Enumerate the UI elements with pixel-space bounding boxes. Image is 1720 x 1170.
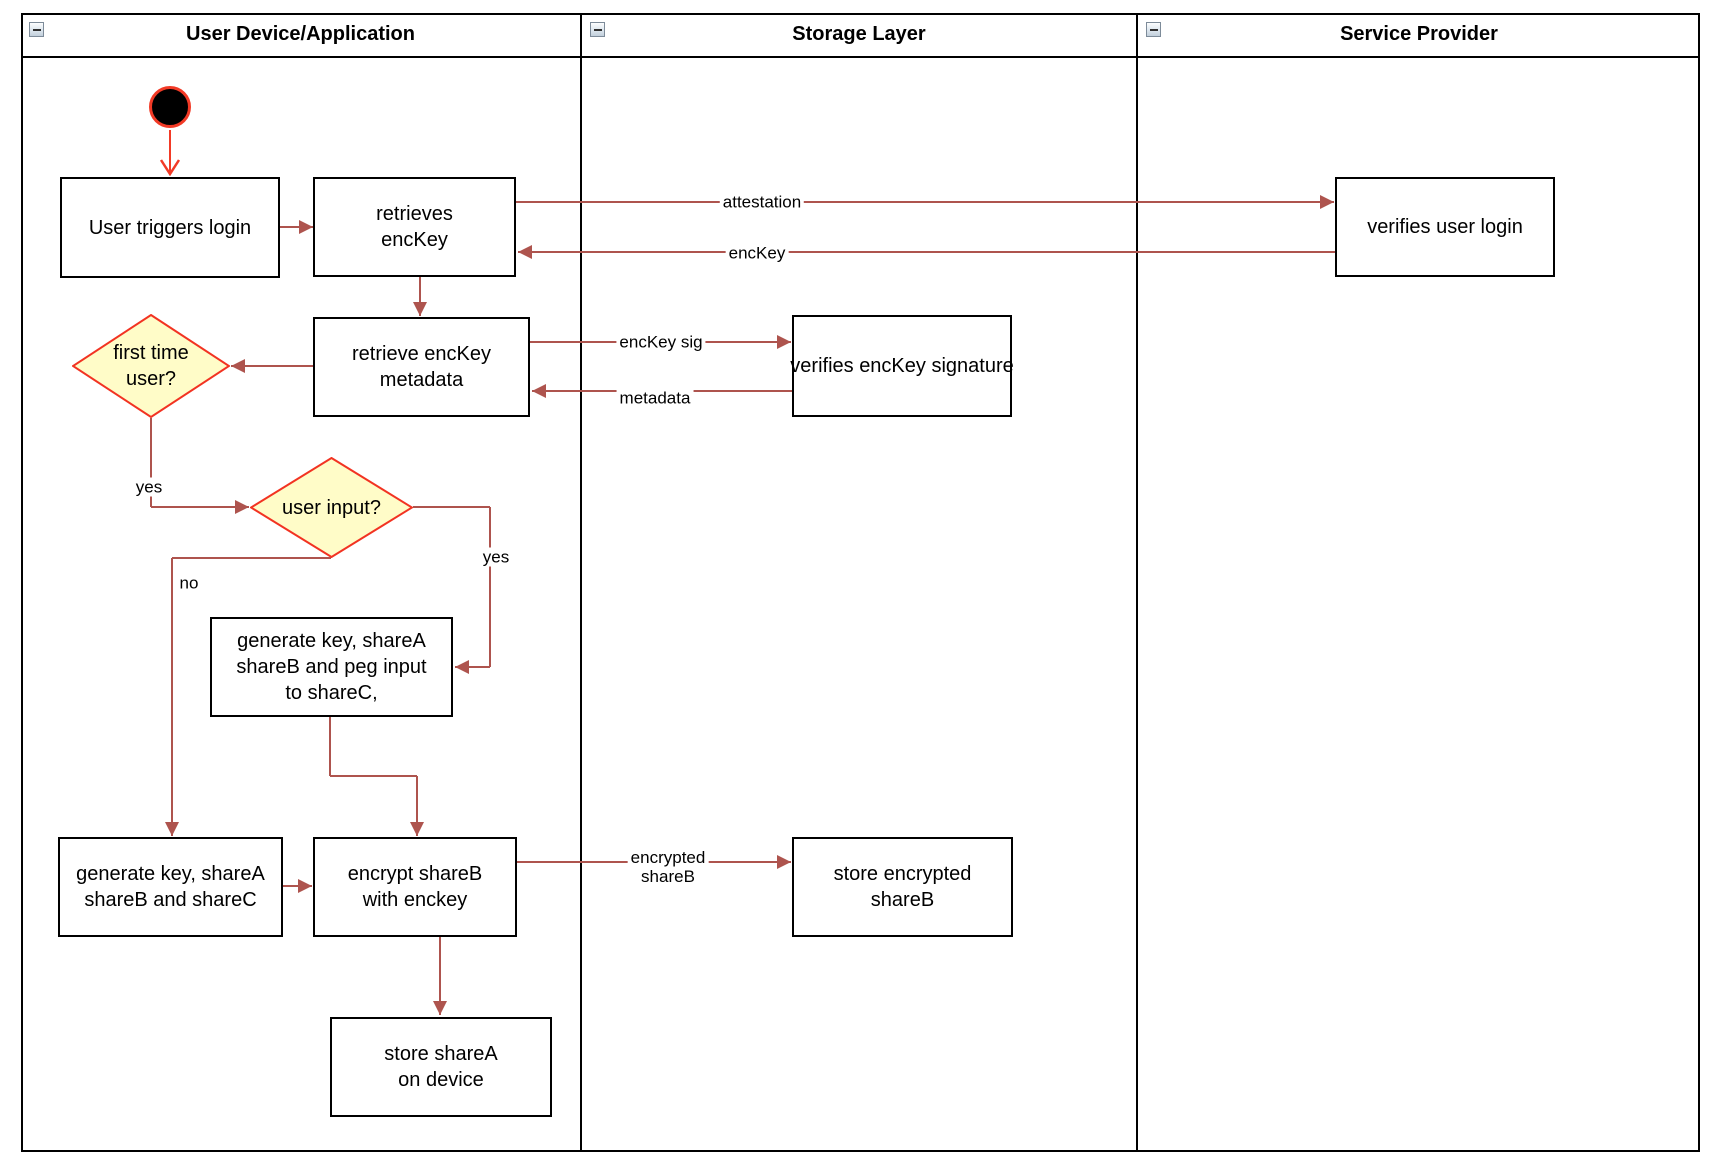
edge-generate-to-encrypt-arrowhead xyxy=(298,879,312,893)
edge-start-to-login-arrowhead xyxy=(159,159,181,176)
retrieve-enckey-metadata-label: retrieve encKey metadata xyxy=(352,343,491,391)
edge-user-input-no-segment-0 xyxy=(172,557,331,559)
edge-first-time-yes-segment-1 xyxy=(151,506,249,508)
first-time-user-decision[interactable]: first time user? xyxy=(71,313,231,419)
store-sharea[interactable]: store shareA on device xyxy=(330,1017,552,1117)
edge-user-input-yes-segment-2 xyxy=(455,666,490,668)
edge-start-to-login-segment-0 xyxy=(169,130,171,173)
edge-peg-to-encrypt-arrowhead xyxy=(410,822,424,836)
edge-user-input-yes-segment-1 xyxy=(489,507,491,667)
edge-retrieves-to-metadata-segment-0 xyxy=(419,277,421,316)
verifies-user-login[interactable]: verifies user login xyxy=(1335,177,1555,277)
verifies-enckey-signature[interactable]: verifies encKey signature xyxy=(790,315,1014,417)
store-encrypted-shareb-label: store encrypted shareB xyxy=(833,863,972,911)
collapse-lane1-button[interactable] xyxy=(29,22,44,37)
edge-metadata-to-first-time-arrowhead xyxy=(231,359,245,373)
minus-icon xyxy=(1149,28,1158,31)
generate-key-peg-input[interactable]: generate key, shareA shareB and peg inpu… xyxy=(210,617,453,717)
edge-user-input-yes-segment-0 xyxy=(413,506,490,508)
edge-encrypt-to-store-sharea-segment-0 xyxy=(439,937,441,1015)
user-input-decision-label: user input? xyxy=(282,496,381,519)
lane-divider-2 xyxy=(1136,13,1138,1152)
edge-metadata-return-arrowhead xyxy=(532,384,546,398)
collapse-lane2-button[interactable] xyxy=(590,22,605,37)
edge-encrypted-shareb-label: encrypted shareB xyxy=(627,848,709,886)
store-encrypted-shareb[interactable]: store encrypted shareB xyxy=(792,837,1013,937)
start-node[interactable] xyxy=(149,86,191,128)
user-triggers-login-label: User triggers login xyxy=(88,216,252,239)
edge-retrieves-to-metadata-arrowhead xyxy=(413,302,427,316)
edge-login-to-retrieves-enckey-arrowhead xyxy=(299,220,313,234)
edge-enckey-return-arrowhead xyxy=(518,245,532,259)
first-time-user-decision-label: first time user? xyxy=(113,342,189,390)
edge-attestation-segment-0 xyxy=(516,201,1334,203)
verifies-enckey-signature-label: verifies encKey signature xyxy=(790,355,1014,377)
edge-generate-to-encrypt-segment-0 xyxy=(283,885,312,887)
edge-peg-to-encrypt-segment-2 xyxy=(416,776,418,836)
edge-user-input-no-segment-1 xyxy=(171,558,173,836)
retrieves-enckey-label: retrieves encKey xyxy=(376,203,453,251)
lane3-title: Service Provider xyxy=(1340,23,1498,45)
edge-attestation-arrowhead xyxy=(1320,195,1334,209)
minus-icon xyxy=(32,28,41,31)
edge-first-time-yes-arrowhead xyxy=(235,500,249,514)
verifies-user-login-label: verifies user login xyxy=(1367,216,1523,238)
pool-border xyxy=(21,13,1700,1152)
edge-first-time-yes-segment-0 xyxy=(150,418,152,507)
edge-enckey-sig-arrowhead xyxy=(777,335,791,349)
collapse-lane3-button[interactable] xyxy=(1146,22,1161,37)
lane-header-service-provider: Service Provider xyxy=(1138,13,1700,56)
edge-attestation-label: attestation xyxy=(719,192,805,212)
edge-metadata-to-first-time-segment-0 xyxy=(231,365,313,367)
edge-user-input-no-label: no xyxy=(176,573,202,593)
edge-enckey-return-label: encKey xyxy=(725,243,789,263)
generate-key-sharec[interactable]: generate key, shareA shareB and shareC xyxy=(58,837,283,937)
retrieve-enckey-metadata[interactable]: retrieve encKey metadata xyxy=(313,317,530,417)
edge-enckey-return-segment-0 xyxy=(518,251,1335,253)
edge-enckey-sig-label: encKey sig xyxy=(616,332,706,352)
store-sharea-label: store shareA on device xyxy=(384,1043,498,1091)
edge-peg-to-encrypt-segment-1 xyxy=(330,775,417,777)
generate-key-peg-input-label: generate key, shareA shareB and peg inpu… xyxy=(236,630,427,704)
edge-first-time-yes-label: yes xyxy=(132,477,166,497)
generate-key-sharec-label: generate key, shareA shareB and shareC xyxy=(76,863,265,911)
edge-metadata-return-label: metadata xyxy=(616,388,694,408)
edge-user-input-yes-label: yes xyxy=(479,547,513,567)
encrypt-shareb-label: encrypt shareB with enckey xyxy=(347,863,483,911)
header-divider-line xyxy=(21,56,1700,58)
user-input-decision[interactable]: user input? xyxy=(249,456,414,559)
lane-header-user-device: User Device/Application xyxy=(21,13,580,56)
user-triggers-login[interactable]: User triggers login xyxy=(60,177,280,278)
lane2-title: Storage Layer xyxy=(792,23,926,45)
lane-header-storage-layer: Storage Layer xyxy=(582,13,1136,56)
lane1-title: User Device/Application xyxy=(186,23,415,45)
lane-divider-1 xyxy=(580,13,582,1152)
encrypt-shareb[interactable]: encrypt shareB with enckey xyxy=(313,837,517,937)
edge-peg-to-encrypt-segment-0 xyxy=(329,717,331,776)
edge-user-input-no-arrowhead xyxy=(165,822,179,836)
retrieves-enckey[interactable]: retrieves encKey xyxy=(313,177,516,277)
edge-login-to-retrieves-enckey-segment-0 xyxy=(280,226,313,228)
minus-icon xyxy=(593,28,602,31)
edge-encrypted-shareb-arrowhead xyxy=(777,855,791,869)
edge-user-input-yes-arrowhead xyxy=(455,660,469,674)
edge-encrypt-to-store-sharea-arrowhead xyxy=(433,1001,447,1015)
